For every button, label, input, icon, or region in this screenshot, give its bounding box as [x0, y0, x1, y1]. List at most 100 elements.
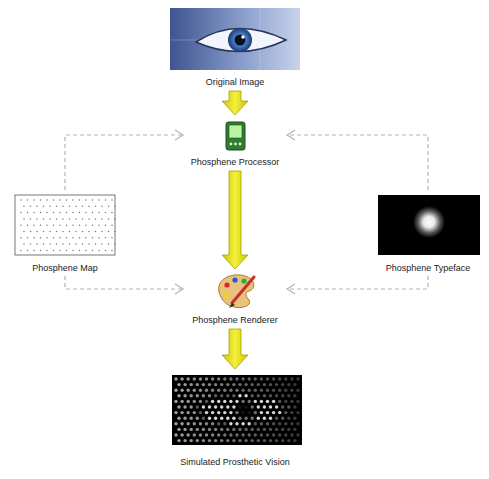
- flow-arrow: [222, 329, 248, 369]
- phosphene-dot: [193, 411, 196, 414]
- map-dot: [108, 218, 110, 220]
- phosphene-dot: [199, 411, 202, 414]
- map-dot: [40, 199, 42, 201]
- map-dot: [82, 231, 84, 233]
- phosphene-dot: [177, 383, 180, 386]
- phosphene-dot: [260, 389, 263, 392]
- phosphene-dot: [214, 383, 217, 386]
- phosphene-dot: [263, 417, 266, 420]
- phosphene-dot: [223, 433, 226, 436]
- phosphene-dot: [208, 394, 211, 397]
- phosphene-dot: [257, 405, 260, 408]
- flow-arrow: [222, 171, 248, 269]
- phosphene-dot: [187, 411, 190, 414]
- map-dot: [105, 224, 107, 226]
- phosphene-dot: [217, 411, 220, 414]
- map-dot: [88, 243, 90, 245]
- phosphene-dot: [196, 428, 199, 431]
- phosphene-dot: [269, 383, 272, 386]
- phosphene-dot: [196, 405, 199, 408]
- phosphene-dot: [278, 433, 281, 436]
- map-dot: [53, 199, 55, 201]
- map-dot: [79, 199, 81, 201]
- map-dot: [75, 206, 77, 208]
- phosphene-dot: [205, 400, 208, 403]
- map-dot: [20, 224, 22, 226]
- phosphene-dot: [208, 405, 211, 408]
- map-dot: [40, 250, 42, 252]
- phosphene-dot: [290, 389, 293, 392]
- phosphene-dot: [281, 417, 284, 420]
- phosphene-dot: [190, 394, 193, 397]
- phosphene-dot: [214, 417, 217, 420]
- phosphene-dot: [232, 394, 235, 397]
- map-dot: [20, 212, 22, 214]
- phosphene-dot: [272, 411, 275, 414]
- phosphene-dot: [190, 405, 193, 408]
- phosphene-dot: [284, 400, 287, 403]
- phosphene-dot: [293, 428, 296, 431]
- map-dot: [27, 250, 29, 252]
- map-dot: [82, 243, 84, 245]
- processor-icon: [226, 122, 245, 150]
- brush-tip: [229, 303, 235, 308]
- phosphene-dot: [251, 405, 254, 408]
- phosphene-dot: [293, 417, 296, 420]
- phosphene-dot: [266, 377, 269, 380]
- phosphene-dot: [238, 439, 241, 442]
- map-dot: [23, 218, 25, 220]
- phosphene-dot: [254, 377, 257, 380]
- phosphene-dot: [260, 411, 263, 414]
- map-dot: [85, 199, 87, 201]
- map-dot: [79, 224, 81, 226]
- phosphene-dot: [272, 400, 275, 403]
- map-dot: [95, 231, 97, 233]
- phosphene-dot: [296, 411, 299, 414]
- map-dot: [43, 243, 45, 245]
- phosphene-dot: [196, 417, 199, 420]
- map-dot: [20, 250, 22, 252]
- node-label: Phosphene Typeface: [384, 263, 472, 274]
- map-dot: [98, 237, 100, 239]
- map-dot: [108, 206, 110, 208]
- phosphene-dot: [183, 417, 186, 420]
- map-dot: [105, 237, 107, 239]
- phosphene-dot: [205, 389, 208, 392]
- phosphene-dot: [281, 428, 284, 431]
- map-dot: [105, 250, 107, 252]
- map-dot: [111, 224, 113, 226]
- map-dot: [20, 199, 22, 201]
- phosphene-dot: [211, 433, 214, 436]
- map-dot: [43, 231, 45, 233]
- phosphene-dot: [278, 389, 281, 392]
- map-dot: [111, 199, 113, 201]
- phosphene-dot: [260, 377, 263, 380]
- map-dot: [49, 218, 51, 220]
- phosphene-dot: [205, 411, 208, 414]
- phosphene-dot: [229, 400, 232, 403]
- phosphene-dot: [287, 428, 290, 431]
- map-dot: [66, 212, 68, 214]
- phosphene-dot: [269, 439, 272, 442]
- map-dot: [23, 243, 25, 245]
- phosphene-dot: [284, 411, 287, 414]
- phosphene-dot: [211, 422, 214, 425]
- processor-button: [239, 143, 242, 146]
- phosphene-dot: [244, 417, 247, 420]
- phosphene-dot: [202, 405, 205, 408]
- map-dot: [36, 231, 38, 233]
- phosphene-dot: [290, 433, 293, 436]
- phosphene-dot: [235, 377, 238, 380]
- input-arrow: [65, 276, 183, 289]
- phosphene-dot: [254, 389, 257, 392]
- map-dot: [114, 243, 116, 245]
- map-dot: [53, 237, 55, 239]
- paint-blob: [241, 278, 246, 283]
- map-dot: [33, 250, 35, 252]
- phosphene-dot: [211, 411, 214, 414]
- phosphene-dot: [254, 400, 257, 403]
- typeface-glow: [413, 206, 445, 238]
- phosphene-dot: [284, 389, 287, 392]
- map-dot: [56, 231, 58, 233]
